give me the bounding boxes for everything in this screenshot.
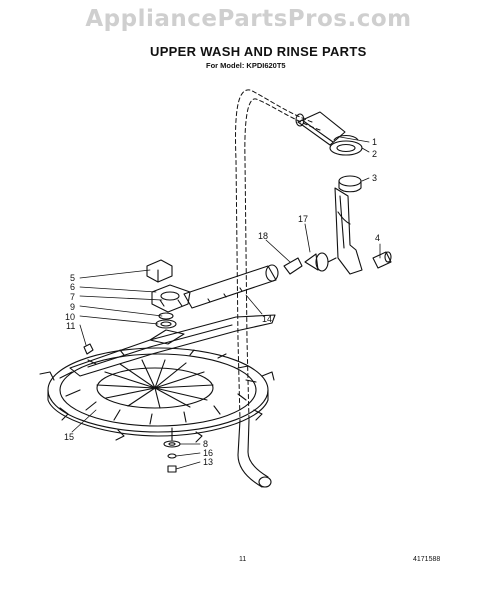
callout-18: 18 [258,231,268,241]
wash-arm [69,314,276,377]
callout-9: 9 [70,302,75,312]
hub-assembly [151,284,191,313]
callout-16: 16 [203,448,213,458]
callout-15: 15 [64,432,74,442]
callout-5: 5 [70,273,75,283]
lower-hardware [163,427,181,473]
small-connector [283,257,303,275]
supply-tube [235,89,321,421]
page-number: 11 [239,556,247,563]
callout-4: 4 [375,233,380,243]
manifold-bracket [334,187,363,275]
lower-supply-tube [237,419,272,488]
callout-8: 8 [203,439,208,449]
elbow-hose [295,111,346,146]
page-title: UPPER WASH AND RINSE PARTS [150,44,367,59]
callout-7: 7 [70,292,75,302]
wash-rack [39,347,275,443]
callout-6: 6 [70,282,75,292]
inlet-nut [338,175,362,193]
clip [83,343,94,355]
hub-seal [155,319,177,329]
callout-17: 17 [298,214,308,224]
callout-3: 3 [372,173,377,183]
document-number: 4171588 [413,556,441,563]
model-line: For Model: KPDI620T5 [206,61,286,70]
callout-10: 10 [65,312,75,322]
callout-13: 13 [203,457,213,467]
cap [372,251,392,269]
callout-14: 14 [262,314,272,324]
callout-2: 2 [372,149,377,159]
supply-tube-arm [183,264,279,309]
coupling [304,252,337,272]
callout-labels: 1 2 3 4 5 6 7 8 9 10 11 13 14 15 16 17 1… [64,137,380,467]
callout-11: 11 [66,321,75,331]
wand-cap [146,259,173,283]
callout-1: 1 [372,137,377,147]
watermark-text: AppliancePartsPros.com [85,6,412,32]
leader-lines [71,136,381,470]
